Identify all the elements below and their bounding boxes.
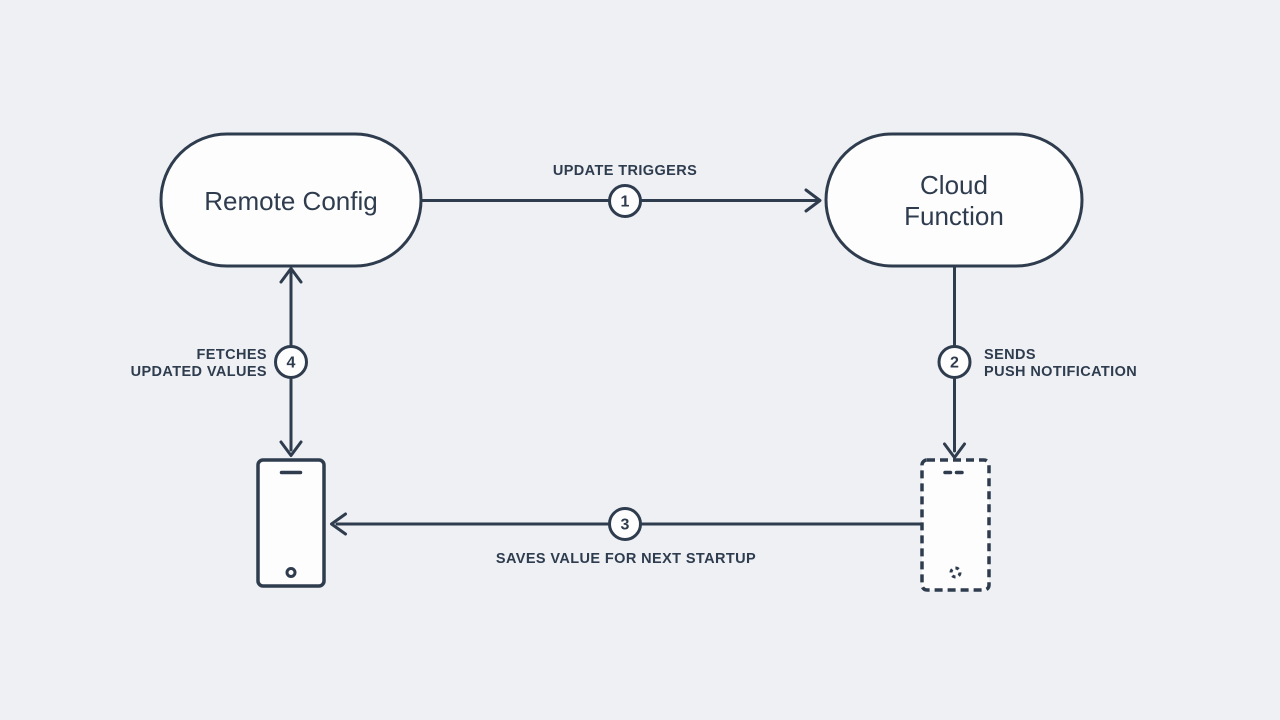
phone-home-button (949, 566, 962, 579)
badge-number: 4 (287, 355, 296, 372)
step-badge-2: 2 (937, 345, 972, 379)
edge-label-push-notification: PUSH NOTIFICATION (984, 364, 1137, 380)
badge-circle (608, 507, 642, 541)
node-remote-config-label: Remote Config (204, 186, 377, 216)
arrow-up-icon (279, 267, 303, 284)
node-pill-shape (824, 132, 1084, 268)
arrow-left-icon (330, 512, 347, 536)
arrow-down-icon (279, 440, 303, 457)
arrow-down-icon (943, 442, 966, 459)
phone-body (256, 458, 326, 588)
arrow-right-icon (804, 188, 822, 213)
badge-number: 2 (950, 355, 959, 372)
step-badge-4: 4 (274, 345, 308, 379)
node-remote-config: Remote Config (159, 132, 423, 268)
node-pill-shape (159, 132, 423, 268)
badge-circle (608, 184, 642, 218)
badge-circle (937, 345, 972, 379)
smartphone-icon (256, 458, 326, 588)
badge-number: 1 (621, 194, 630, 211)
node-cloud-function-label-line1: Cloud (920, 170, 988, 200)
step-badge-1: 1 (608, 184, 642, 218)
step-badge-3: 3 (608, 507, 642, 541)
edge-label-fetches: FETCHES (197, 347, 267, 363)
badge-number: 3 (621, 517, 630, 534)
badge-circle (274, 345, 308, 379)
node-cloud-function: Cloud Function (824, 132, 1084, 268)
edge-label-saves-value: SAVES VALUE FOR NEXT STARTUP (496, 551, 756, 567)
edge-label-update-triggers: UPDATE TRIGGERS (553, 163, 697, 179)
smartphone-dashed-icon (920, 458, 991, 592)
phone-body (920, 458, 991, 592)
edge-label-updated-values: UPDATED VALUES (131, 364, 267, 380)
edge-label-sends: SENDS (984, 347, 1036, 363)
phone-home-button (285, 567, 297, 578)
node-cloud-function-label-line2: Function (904, 201, 1004, 231)
